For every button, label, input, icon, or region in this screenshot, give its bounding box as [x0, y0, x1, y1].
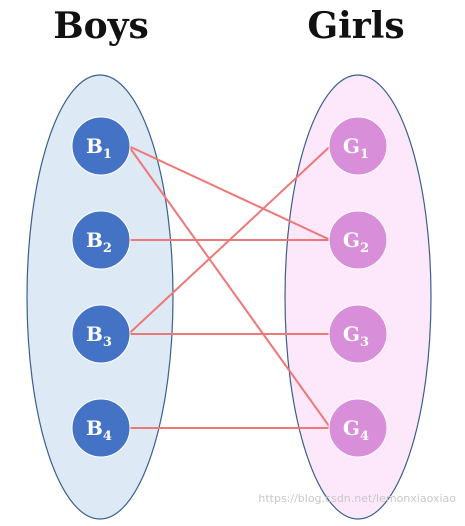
boy-node-subscript: 3 [103, 335, 112, 350]
boy-node-letter: B [86, 228, 103, 252]
girl-node-label: G4 [343, 416, 369, 444]
girl-node-circle [328, 210, 388, 270]
edge-b1-g2 [128, 145, 331, 241]
boy-node-b1: B1 [71, 116, 131, 176]
boy-node-circle [71, 116, 131, 176]
boys-region [26, 74, 174, 520]
edge-b1-g4 [127, 145, 332, 429]
boy-node-subscript: 2 [103, 241, 112, 256]
boy-node-letter: B [86, 322, 103, 346]
girl-node-subscript: 3 [360, 335, 369, 350]
watermark-text: https://blog.csdn.net/lemonxiaoxiao [258, 492, 456, 505]
boy-node-subscript: 1 [103, 147, 112, 162]
girl-node-letter: G [343, 134, 360, 158]
girl-node-label: G2 [343, 228, 369, 256]
girl-node-letter: G [343, 416, 360, 440]
boy-node-label: B2 [86, 228, 112, 256]
boy-node-circle [71, 210, 131, 270]
girl-node-subscript: 4 [360, 429, 369, 444]
girl-node-letter: G [343, 228, 360, 252]
girl-node-circle [328, 398, 388, 458]
boy-node-circle [71, 304, 131, 364]
girl-node-label: G3 [343, 322, 369, 350]
girl-node-circle [328, 304, 388, 364]
girl-node-g2: G2 [328, 210, 388, 270]
girl-node-circle [328, 116, 388, 176]
boy-node-subscript: 4 [103, 429, 112, 444]
girl-node-letter: G [343, 322, 360, 346]
boys-title: Boys [53, 5, 149, 47]
boy-node-letter: B [86, 416, 103, 440]
boy-node-letter: B [86, 134, 103, 158]
girl-node-g1: G1 [328, 116, 388, 176]
girl-node-subscript: 1 [360, 147, 369, 162]
boy-node-label: B3 [86, 322, 112, 350]
boy-node-label: B4 [86, 416, 112, 444]
girl-node-g4: G4 [328, 398, 388, 458]
girls-title: Girls [307, 5, 404, 47]
girls-region [284, 74, 432, 520]
edge-b3-g1 [127, 145, 332, 335]
boy-node-label: B1 [86, 134, 112, 162]
girl-node-g3: G3 [328, 304, 388, 364]
edges-layer [127, 145, 332, 429]
boy-node-b2: B2 [71, 210, 131, 270]
girl-node-subscript: 2 [360, 241, 369, 256]
girl-node-label: G1 [343, 134, 369, 162]
boy-node-circle [71, 398, 131, 458]
boy-node-b3: B3 [71, 304, 131, 364]
boy-node-b4: B4 [71, 398, 131, 458]
